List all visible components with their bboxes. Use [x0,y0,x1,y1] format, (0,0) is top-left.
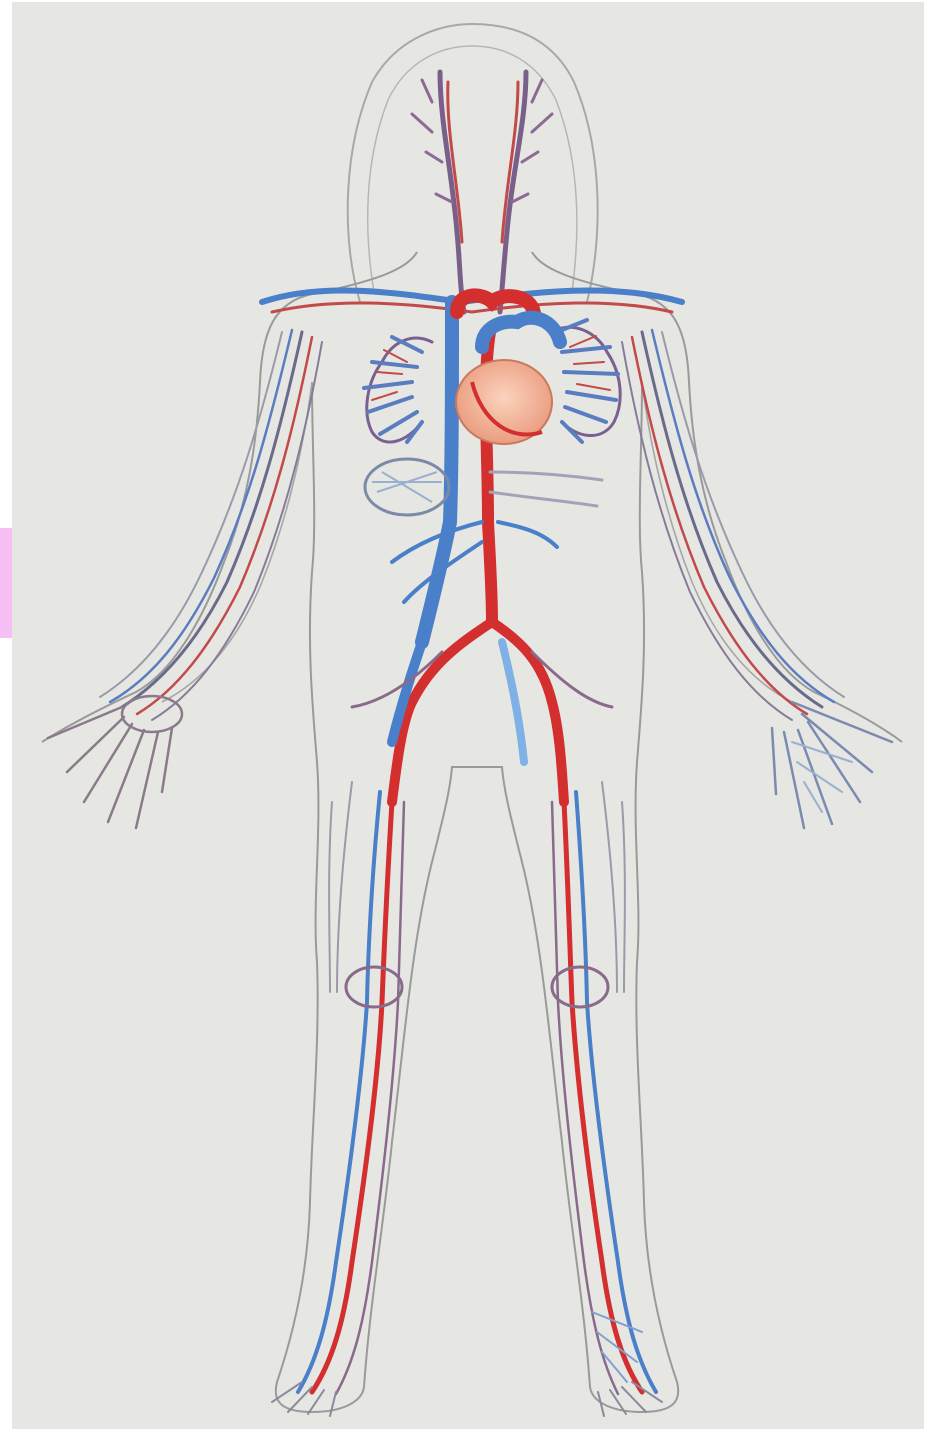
kidney-icon [365,459,449,515]
head-vessels [412,72,552,312]
left-arm-outline [162,382,312,702]
torso-vessels [262,290,682,802]
side-marker [0,528,12,638]
hair-outline [348,24,598,302]
left-arm-vessels [100,330,322,720]
hair-inner-outline [368,46,577,292]
left-leg-vessels [298,782,404,1394]
right-hand [772,702,892,828]
heart-icon [456,295,560,444]
feet [272,1312,662,1416]
left-hand [48,696,182,828]
right-leg-vessels [552,782,656,1394]
right-arm-vessels [622,330,844,720]
circulatory-diagram [12,2,924,1429]
body-outline [42,252,902,742]
body-illustration [12,2,924,1429]
